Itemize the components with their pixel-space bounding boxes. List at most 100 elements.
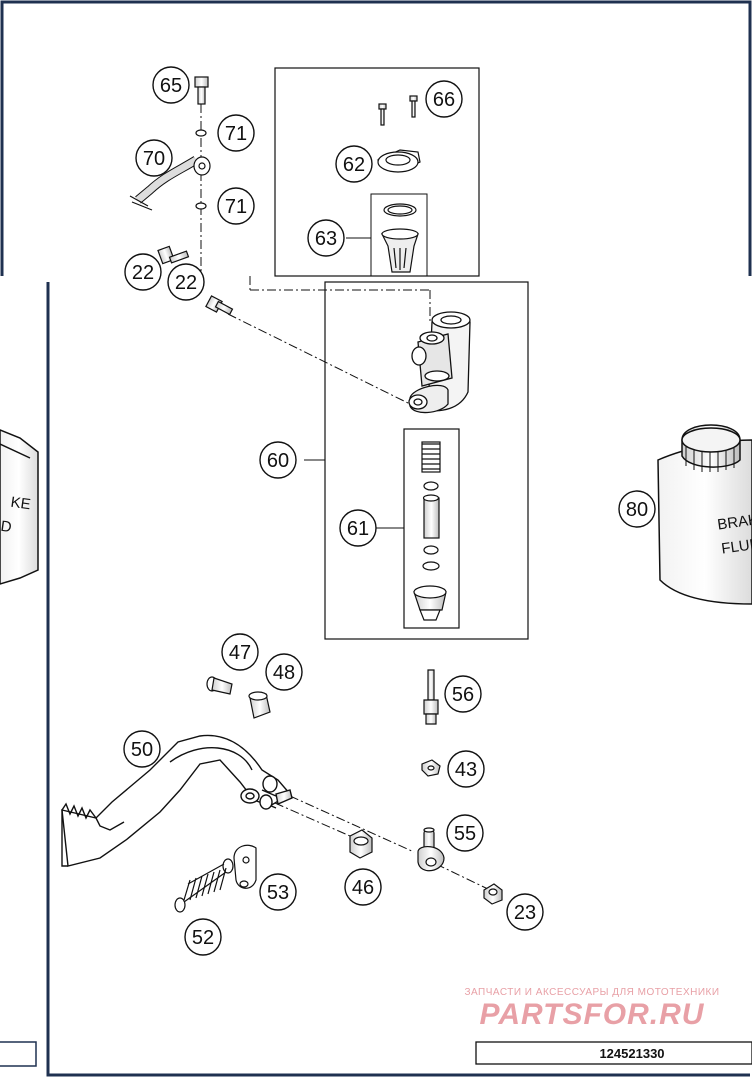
callout-circle [335, 145, 373, 183]
reservoir-filter-drawing [381, 203, 419, 273]
callout-label: 22 [175, 272, 197, 294]
callout-47: 47 [221, 633, 259, 671]
callout-70: 70 [135, 139, 173, 177]
watermark: ЗАПЧАСТИ И АКСЕССУАРЫ ДЛЯ МОТОТЕХНИКИ PA… [464, 987, 719, 1031]
callout-label: 53 [267, 882, 289, 904]
callout-circle [618, 490, 656, 528]
callout-circle [152, 66, 190, 104]
callout-22: 22 [167, 263, 205, 301]
can-left-line1: KE [10, 494, 32, 514]
callout-label: 60 [267, 450, 289, 472]
callout-circle [184, 918, 222, 956]
callout-label: 62 [343, 154, 365, 176]
callout-label: 71 [225, 196, 247, 218]
callout-62: 62 [335, 145, 373, 183]
spring-plate-drawing [233, 844, 257, 889]
callout-label: 22 [132, 262, 154, 284]
callout-60: 60 [259, 441, 297, 479]
brake-pedal-drawing [61, 734, 293, 867]
callout-52: 52 [184, 918, 222, 956]
bolt-22-main-drawing [205, 295, 234, 316]
callout-66: 66 [425, 80, 463, 118]
callout-label: 61 [347, 518, 369, 540]
can-right-line1: BRAK [716, 511, 752, 534]
reservoir-cover-drawing [376, 149, 421, 173]
callout-circle [425, 80, 463, 118]
return-spring-drawing [174, 858, 234, 913]
watermark-caption: ЗАПЧАСТИ И АКСЕССУАРЫ ДЛЯ МОТОТЕХНИКИ [464, 987, 719, 998]
callout-circle [124, 253, 162, 291]
callout-circle [217, 114, 255, 152]
master-cylinder-drawing [408, 311, 471, 414]
top-panel-frame [0, 0, 752, 276]
callout-circle [259, 873, 297, 911]
callout-46: 46 [344, 868, 382, 906]
callout-56: 56 [444, 675, 482, 713]
reservoir-screws-drawing [378, 95, 418, 126]
nut-23-drawing [483, 883, 503, 905]
callout-80: 80 [618, 490, 656, 528]
callout-circle [307, 219, 345, 257]
brake-fluid-can-right: BRAK FLUI [657, 424, 752, 605]
callout-circle [123, 730, 161, 768]
callout-label: 71 [225, 123, 247, 145]
callout-23: 23 [506, 893, 544, 931]
pivot-bolt-drawing [206, 676, 271, 719]
callout-label: 23 [514, 902, 536, 924]
callout-circle [135, 139, 173, 177]
nut-46-drawing [349, 829, 373, 859]
callout-label: 63 [315, 228, 337, 250]
callout-circle [221, 633, 259, 671]
callout-55: 55 [446, 814, 484, 852]
watermark-logo: PARTSFOR.RU [480, 998, 705, 1031]
callout-label: 55 [454, 823, 476, 845]
brake-fluid-can-left: KE D [0, 429, 39, 585]
left-label-box [0, 1041, 37, 1067]
callout-label: 65 [160, 75, 182, 97]
main-panel-frame [46, 282, 750, 1077]
callout-circle [339, 509, 377, 547]
callout-53: 53 [259, 873, 297, 911]
callout-48: 48 [265, 653, 303, 691]
callout-43: 43 [447, 750, 485, 788]
part-number: 124521330 [599, 1046, 664, 1061]
callout-label: 47 [229, 642, 251, 664]
brake-hose-drawing [129, 156, 211, 211]
filter-group-box [370, 193, 428, 277]
callout-circle [167, 263, 205, 301]
callout-circle [447, 750, 485, 788]
callout-circle [444, 675, 482, 713]
callout-63: 63 [307, 219, 345, 257]
callout-circle [217, 187, 255, 225]
callout-circle [259, 441, 297, 479]
callout-label: 43 [455, 759, 477, 781]
callout-50: 50 [123, 730, 161, 768]
can-left-line2: D [0, 518, 13, 536]
callout-circle [446, 814, 484, 852]
callout-label: 70 [143, 148, 165, 170]
callout-label: 50 [131, 739, 153, 761]
can-right-line2: FLUI [720, 536, 752, 557]
callout-61: 61 [339, 509, 377, 547]
callout-label: 48 [273, 662, 295, 684]
banjo-bolt-drawing [194, 76, 209, 105]
callout-22: 22 [124, 253, 162, 291]
callout-label: 80 [626, 499, 648, 521]
callout-label: 66 [433, 89, 455, 111]
callout-circle [506, 893, 544, 931]
part-number-box: 124521330 [475, 1041, 752, 1065]
callout-71: 71 [217, 114, 255, 152]
callout-label: 46 [352, 877, 374, 899]
callout-71: 71 [217, 187, 255, 225]
callout-label: 52 [192, 927, 214, 949]
washer-drawing [195, 129, 207, 210]
repair-kit-drawing [413, 441, 447, 621]
callout-layer: 65 71 70 71 22 22 66 62 63 60 61 80 47 48 56 50 43 55 53 46… [123, 66, 656, 956]
callout-65: 65 [152, 66, 190, 104]
callout-label: 56 [452, 684, 474, 706]
callout-circle [344, 868, 382, 906]
callout-circle [265, 653, 303, 691]
